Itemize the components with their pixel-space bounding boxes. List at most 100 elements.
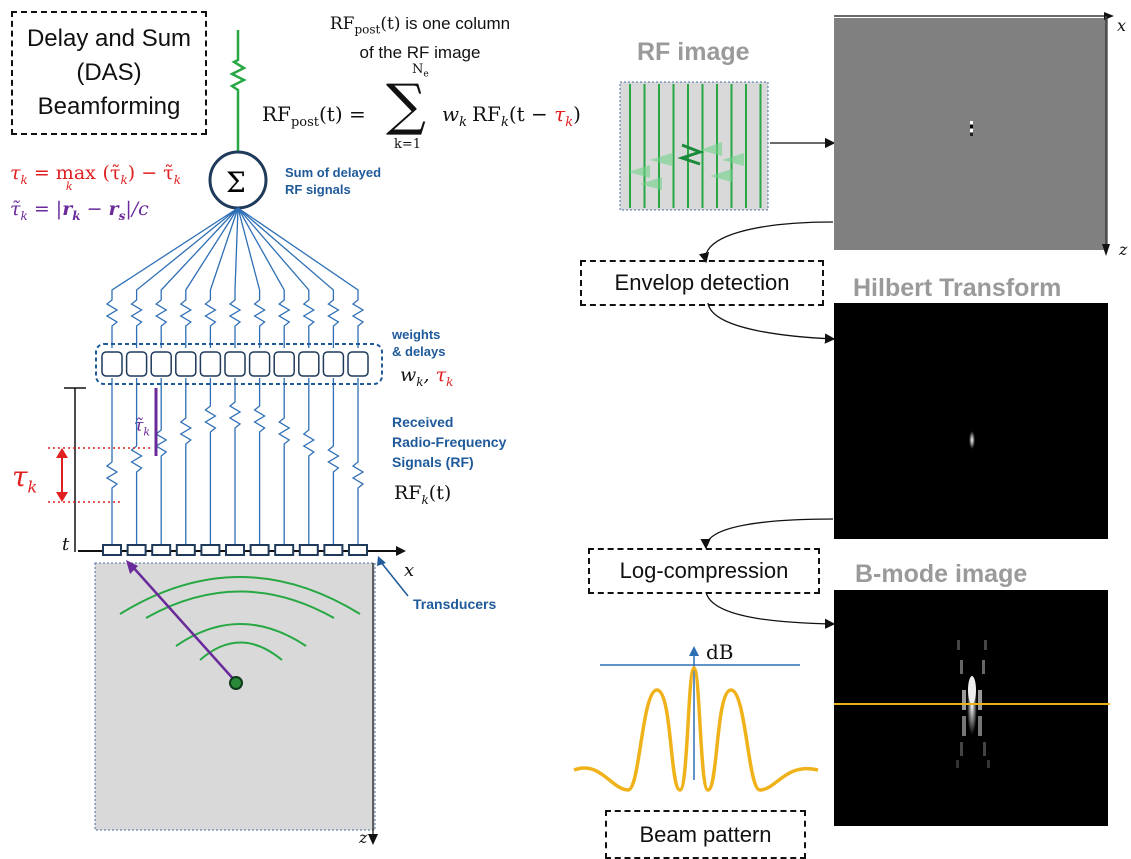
axis-z-label-right: z: [1119, 240, 1128, 259]
rf-post-sub: post: [354, 22, 381, 37]
axis-x-label-right: x: [1117, 16, 1127, 35]
title-line-1: Delay and Sum: [26, 25, 192, 52]
weight-box-1: [101, 351, 123, 377]
hilbert-panel: [834, 303, 1108, 539]
channel-upper-5: [204, 207, 239, 348]
channel-lower-2: [130, 378, 143, 544]
axis-z-label-left: z: [359, 828, 368, 847]
transducer-2: [126, 544, 147, 556]
sum-eq-upper: Ne: [412, 62, 429, 80]
tau-tilde-small: τ̃k: [134, 416, 151, 439]
channel-upper-6: [228, 207, 242, 348]
weights-label: weights& delays: [392, 327, 446, 359]
rf-post-caption: RFpost(t) is one column of the RF image: [300, 12, 540, 65]
rfk-label: RFk(t): [394, 482, 452, 507]
axis-x-label-left: x: [404, 560, 415, 581]
title-line-2: (DAS): [76, 59, 142, 86]
rf-post-arg: (t): [380, 14, 401, 34]
sum-eq-lhs: RFpost(t) =: [262, 102, 366, 130]
tau-equation: τk = maxk(τ̃k) − τ̃k: [10, 162, 181, 193]
weight-box-8: [273, 351, 295, 377]
wavefront-3: [175, 623, 307, 647]
channel-upper-7: [237, 207, 266, 348]
rf-post-symbol: RF: [329, 14, 355, 34]
channel-upper-8: [237, 207, 291, 348]
wavefront-4: [199, 641, 283, 661]
transducer-5: [200, 544, 221, 556]
sum-eq-lower: k=1: [394, 137, 422, 152]
envelop-detection-box: Envelop detection: [580, 260, 824, 306]
title-box: Delay and Sum (DAS) Beamforming: [11, 11, 207, 135]
wavefront-1: [119, 576, 361, 615]
channel-upper-1: [105, 207, 239, 348]
beam-pattern-box: Beam pattern: [605, 810, 806, 859]
weight-box-7: [248, 351, 271, 377]
weight-box-10: [322, 351, 345, 377]
transducer-9: [298, 544, 319, 556]
sum-eq-sigma: ∑: [386, 73, 426, 138]
sum-symbol: Σ: [226, 166, 246, 199]
weight-box-9: [298, 351, 320, 377]
title-line-3: Beamforming: [37, 93, 181, 120]
weight-box-6: [224, 351, 246, 377]
transducer-6: [225, 544, 245, 556]
rf-post-caption-text-1: is one column: [405, 14, 511, 33]
channel-lower-8: [277, 378, 291, 544]
bmode-title: B-mode image: [855, 560, 1028, 588]
transducer-boxes: [102, 544, 368, 556]
weight-box-4: [175, 351, 197, 377]
hilbert-spot: [969, 431, 975, 449]
transducer-4: [175, 544, 196, 556]
transducers-label: Transducers: [413, 596, 497, 612]
rf-image-spot: [970, 121, 973, 136]
transducer-3: [151, 544, 172, 556]
rf-post-signal: [229, 30, 247, 152]
channel-upper-11: [237, 207, 365, 348]
sum-equation: RFpost(t) = Ne ∑ k=1 wk RFk(t − τk): [262, 62, 582, 157]
channel-upper-4: [179, 207, 239, 348]
transducer-10: [323, 544, 344, 556]
beam-pattern-curve: [573, 666, 819, 792]
channel-lower-6: [228, 378, 242, 544]
channel-lower-10: [327, 378, 340, 544]
channel-lower-1: [105, 378, 119, 544]
channel-upper-9: [237, 207, 316, 348]
weight-box-2: [125, 351, 148, 377]
weight-boxes: [101, 351, 369, 377]
axis-t-label: t: [62, 534, 70, 555]
rf-post-caption-line-2: of the RF image: [359, 43, 481, 63]
wk-label: wk, τk: [400, 364, 454, 389]
db-label: dB: [706, 640, 734, 664]
distance-arrow: [131, 565, 237, 683]
weight-box-5: [199, 351, 222, 377]
medium-region: [94, 562, 376, 831]
weight-box-11: [347, 351, 369, 377]
channel-upper-3: [154, 207, 239, 348]
rf-thumbnail-pulse: [677, 143, 705, 166]
rf-image-title: RF image: [637, 38, 750, 66]
weights-container: [95, 343, 383, 385]
rf-post-caption-line-1: RFpost(t) is one column: [300, 12, 540, 41]
transducer-8: [274, 544, 295, 556]
sum-eq-rf: RFk(t − τk): [472, 102, 581, 130]
fan-lines: [105, 207, 365, 544]
channel-lower-5: [204, 378, 217, 544]
sum-eq-weight: wk: [442, 102, 468, 130]
channel-upper-10: [237, 207, 340, 348]
channel-lower-11: [351, 378, 365, 544]
tau-big: τk: [12, 460, 38, 497]
das-diagram: Σ: [48, 30, 409, 845]
weight-box-3: [150, 351, 172, 377]
scatterer-dot: [229, 676, 243, 690]
transducer-1: [102, 544, 122, 556]
transducer-11: [348, 544, 368, 556]
channel-lower-4: [179, 378, 193, 544]
channel-lower-3: [154, 378, 168, 544]
channel-upper-2: [130, 207, 239, 348]
transducer-7: [249, 544, 270, 556]
channel-lower-7: [253, 378, 266, 544]
hilbert-title: Hilbert Transform: [853, 274, 1062, 302]
